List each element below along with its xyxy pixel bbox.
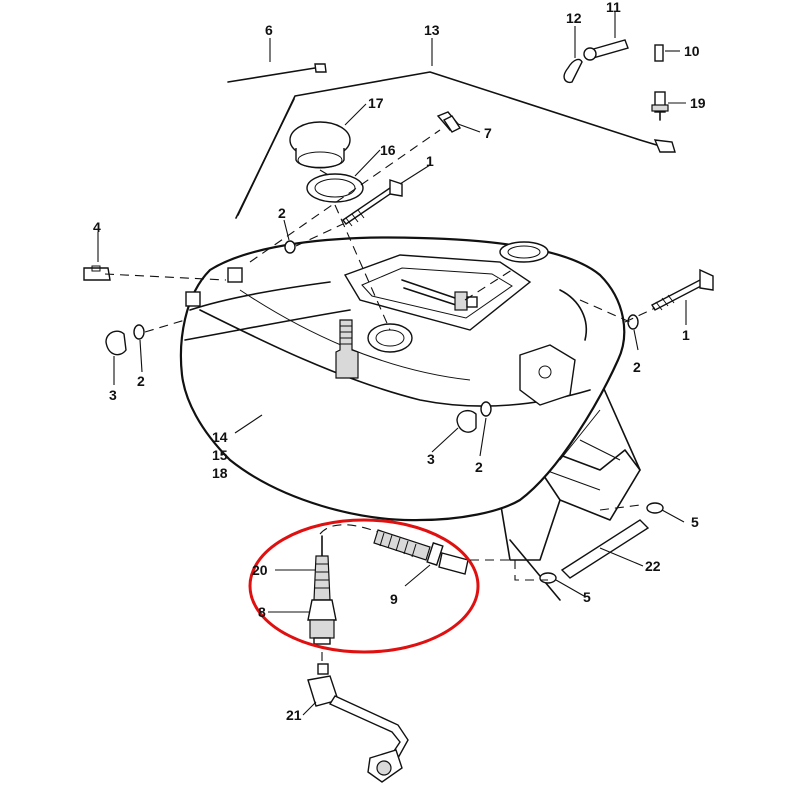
callout-1-right: 1: [682, 327, 690, 343]
part-11-hose: [583, 39, 629, 61]
highlight-ring: [248, 518, 480, 654]
part-7-clip: [436, 111, 462, 133]
callout-2-left: 2: [137, 373, 145, 389]
callout-15: 15: [212, 447, 228, 463]
callout-2-right: 2: [633, 359, 641, 375]
part-1-bolt-top: [342, 179, 403, 227]
callout-11: 11: [606, 0, 621, 15]
part-22-hose: [560, 519, 650, 579]
part-20-standpipe: [313, 535, 331, 601]
part-1-bolt-right: [651, 268, 714, 311]
part-13-vent-line: [235, 71, 676, 219]
callout-16: 16: [380, 142, 396, 158]
part-3-nut-left: [105, 330, 127, 356]
callout-6: 6: [265, 22, 273, 38]
callout-20: 20: [252, 562, 268, 578]
part-5-clamp-upper: [646, 502, 664, 514]
callout-labels: 6 13 12 11 10 19 17 7 16 1 2 4 1 2 2 3 1…: [93, 0, 706, 723]
callout-3-center: 3: [427, 451, 435, 467]
callout-12: 12: [566, 10, 582, 26]
part-2-washer-left: [133, 324, 145, 340]
callout-2-top: 2: [278, 205, 286, 221]
callout-8: 8: [258, 604, 266, 620]
part-5-clamp-lower: [539, 572, 557, 584]
callout-14: 14: [212, 429, 228, 445]
part-21-fuel-line: [307, 663, 409, 783]
fuel-tank: [179, 236, 626, 522]
callout-13: 13: [424, 22, 440, 38]
callout-17: 17: [368, 95, 384, 111]
callout-19: 19: [690, 95, 706, 111]
part-3-nut-center: [456, 409, 477, 433]
part-12-elbow: [563, 58, 583, 84]
callout-21: 21: [286, 707, 302, 723]
part-10-fitting: [654, 44, 664, 62]
part-16-gasket: [306, 173, 364, 203]
callout-18: 18: [212, 465, 228, 481]
callout-3-left: 3: [109, 387, 117, 403]
part-2-washer-right: [627, 314, 639, 330]
part-2-washer-top: [284, 240, 296, 254]
leader-lines: [97, 12, 687, 716]
callout-10: 10: [684, 43, 700, 59]
part-9-fuel-pump-filter: [319, 524, 469, 575]
part-8-petcock-body: [307, 599, 337, 645]
callout-22: 22: [645, 558, 661, 574]
callout-2-center: 2: [475, 459, 483, 475]
part-2-washer-center: [480, 401, 492, 417]
callout-5-lower: 5: [583, 589, 591, 605]
part-17-fuel-cap: [289, 121, 351, 169]
callout-4: 4: [93, 219, 101, 235]
callout-7: 7: [484, 125, 492, 141]
callout-9: 9: [390, 591, 398, 607]
part-19-valve: [651, 91, 669, 121]
callout-1-top: 1: [426, 153, 434, 169]
part-6-strap: [227, 63, 327, 83]
callout-5-upper: 5: [691, 514, 699, 530]
part-4-clip: [83, 265, 111, 281]
